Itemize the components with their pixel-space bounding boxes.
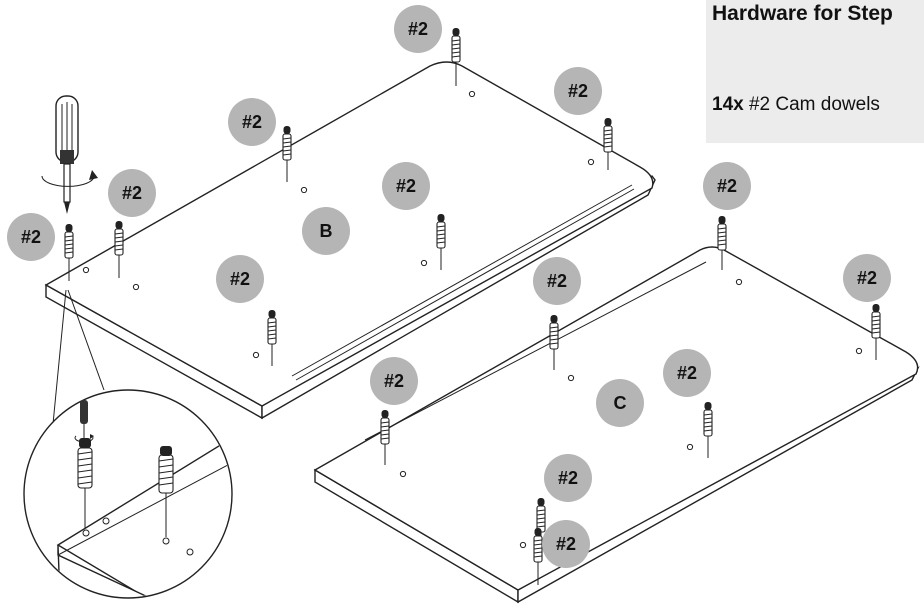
cam-dowel xyxy=(282,126,292,182)
cam-dowel xyxy=(267,310,277,366)
cam-dowel xyxy=(114,221,124,278)
cam-dowel xyxy=(603,118,613,170)
dowel-label-badge: #2 xyxy=(216,255,264,303)
dowel-label: #2 xyxy=(717,176,737,196)
dowel-label: #2 xyxy=(396,176,416,196)
screwdriver-icon xyxy=(55,95,79,214)
dowel-label-badge: #2 xyxy=(7,213,55,261)
cam-dowel xyxy=(717,216,727,270)
dowel-label-badge: #2 xyxy=(542,520,590,568)
zoom-detail xyxy=(23,289,233,599)
hardware-quantity: 14x xyxy=(712,94,744,115)
dowel-label: #2 xyxy=(122,183,142,203)
panel-c-badge: C xyxy=(596,379,644,427)
dowel-label: #2 xyxy=(230,269,250,289)
dowel-label-badge: #2 xyxy=(703,162,751,210)
hardware-quantity-line: 14x #2 Cam dowels xyxy=(712,94,880,116)
cam-dowel xyxy=(871,304,881,360)
panel-c-label: C xyxy=(614,393,627,413)
dowel-label-badge: #2 xyxy=(544,454,592,502)
hardware-box xyxy=(706,0,924,143)
cam-dowel xyxy=(703,402,713,458)
dowel-label-badge: #2 xyxy=(843,254,891,302)
dowel-label-badge: #2 xyxy=(228,98,276,146)
dowel-label: #2 xyxy=(857,268,877,288)
badge-group: #2 #2 #2 #2 #2 #2 #2 #2 #2 #2 #2 #2 #2 #2 xyxy=(7,5,891,568)
dowel-label-badge: #2 xyxy=(382,162,430,210)
cam-dowel xyxy=(436,214,446,270)
dowel-label-badge: #2 xyxy=(394,5,442,53)
dowel-label: #2 xyxy=(568,81,588,101)
dowel-label: #2 xyxy=(384,371,404,391)
cam-dowel xyxy=(380,410,390,465)
dowel-label-badge: #2 xyxy=(370,357,418,405)
dowel-label: #2 xyxy=(242,112,262,132)
cam-dowel xyxy=(533,528,543,585)
panel-b-badge: B xyxy=(302,207,350,255)
screwdriver-small-icon xyxy=(74,400,94,443)
dowel-label: #2 xyxy=(21,227,41,247)
dowel-label-badge: #2 xyxy=(108,169,156,217)
dowel-group xyxy=(64,28,881,585)
cam-dowel xyxy=(549,315,559,370)
dowel-label-badge: #2 xyxy=(663,349,711,397)
hardware-title: Hardware for Step xyxy=(712,2,893,25)
dowel-label-badge: #2 xyxy=(533,257,581,305)
dowel-label: #2 xyxy=(556,534,576,554)
dowel-label-badge: #2 xyxy=(554,67,602,115)
dowel-label: #2 xyxy=(408,19,428,39)
hardware-description: #2 Cam dowels xyxy=(748,94,880,115)
rotation-arrow-icon xyxy=(41,170,98,187)
cam-dowel xyxy=(451,28,461,86)
cam-dowel xyxy=(64,224,74,281)
panel-b-label: B xyxy=(320,221,333,241)
dowel-label: #2 xyxy=(547,271,567,291)
dowel-label: #2 xyxy=(558,468,578,488)
dowel-label: #2 xyxy=(677,363,697,383)
